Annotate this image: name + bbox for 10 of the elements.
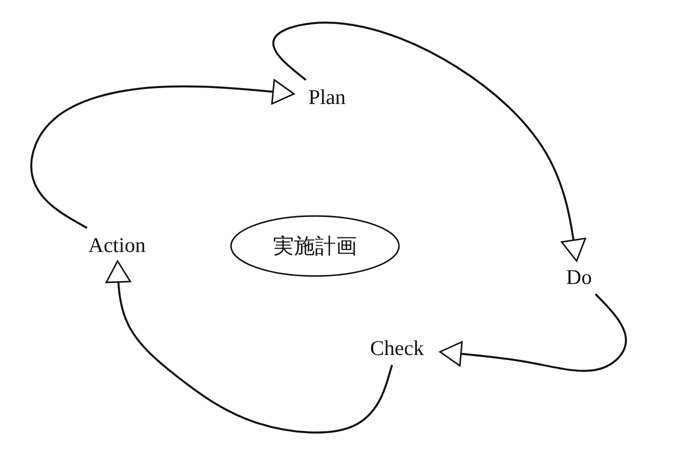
stage-label: Do — [566, 264, 592, 290]
plan-ellipse — [230, 215, 400, 277]
cycle-arrow — [439, 293, 627, 372]
cycle-arrow — [30, 79, 295, 229]
stage-label: Plan — [308, 84, 346, 110]
stage-label: Check — [370, 336, 424, 360]
cycle-arrow — [106, 260, 393, 434]
plan-title: 実施計画 — [273, 233, 357, 260]
stage-label: Action — [88, 232, 146, 258]
cycle-arrow — [272, 22, 586, 262]
